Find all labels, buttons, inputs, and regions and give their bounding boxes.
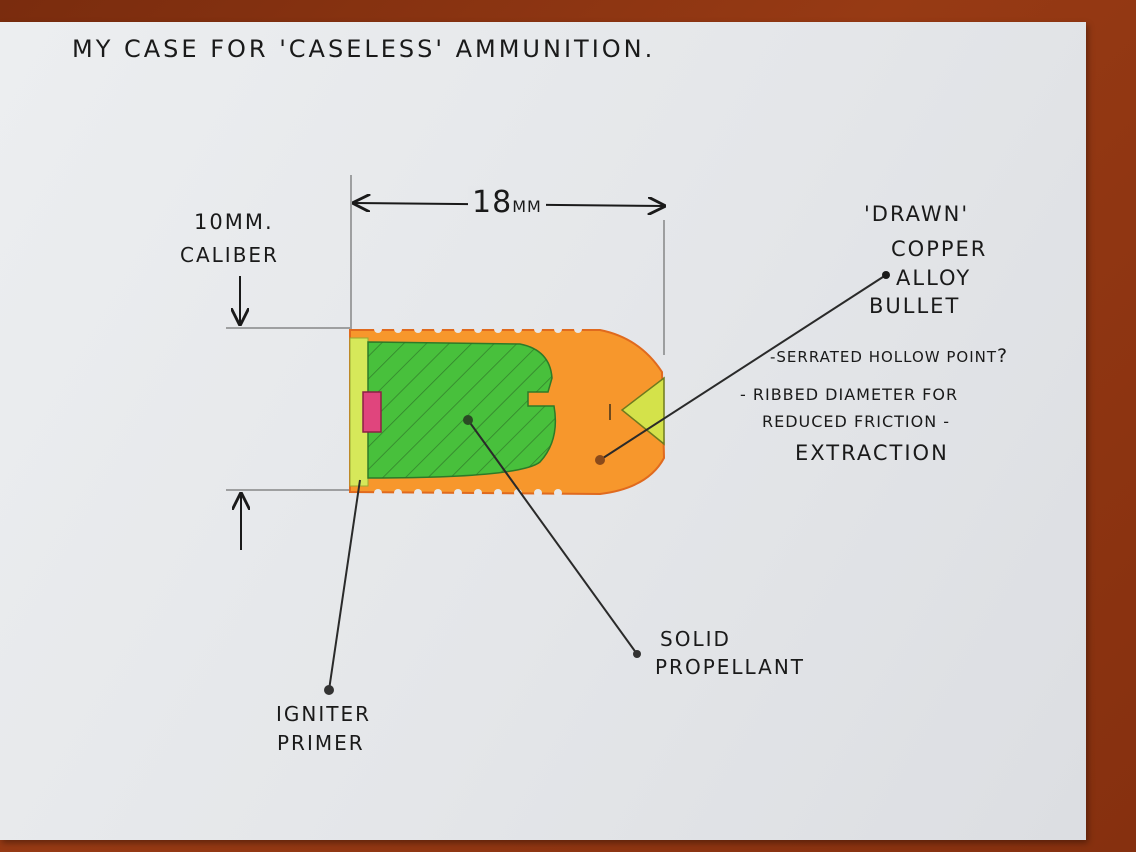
ribbed-diameter (374, 325, 582, 497)
bullet-label-line1: 'DRAWN' (864, 202, 970, 226)
propellant-label-line1: SOLID (660, 627, 731, 651)
caliber-value-label: 10MM. (194, 210, 274, 234)
ribbed-note-line1: - RIBBED DIAMETER FOR (740, 385, 959, 404)
bullet-label-line2: COPPER (891, 237, 988, 261)
propellant-label-line2: PROPELLANT (655, 655, 805, 679)
ribbed-note-line2: REDUCED FRICTION - (762, 412, 951, 431)
hollow-point-tip (620, 376, 665, 446)
primer-label-line2: PRIMER (277, 731, 365, 755)
primer-label-line1: IGNITER (276, 702, 372, 726)
length-dimension-label: 18MM (468, 185, 546, 221)
leader-line-propellant (467, 419, 638, 655)
leader-line-bullet (599, 274, 887, 461)
hollow-point-note: -SERRATED HOLLOW POINT? (770, 345, 1009, 367)
ribbed-note-line3: EXTRACTION (795, 441, 949, 465)
caliber-label: CALIBER (180, 243, 279, 267)
igniter-primer (362, 391, 382, 433)
leader-line-primer (328, 479, 361, 691)
bullet-label-line3: ALLOY (896, 266, 972, 290)
bullet-label-line4: BULLET (869, 294, 961, 318)
drawing-title: MY CASE FOR 'CASELESS' AMMUNITION. (72, 35, 656, 63)
